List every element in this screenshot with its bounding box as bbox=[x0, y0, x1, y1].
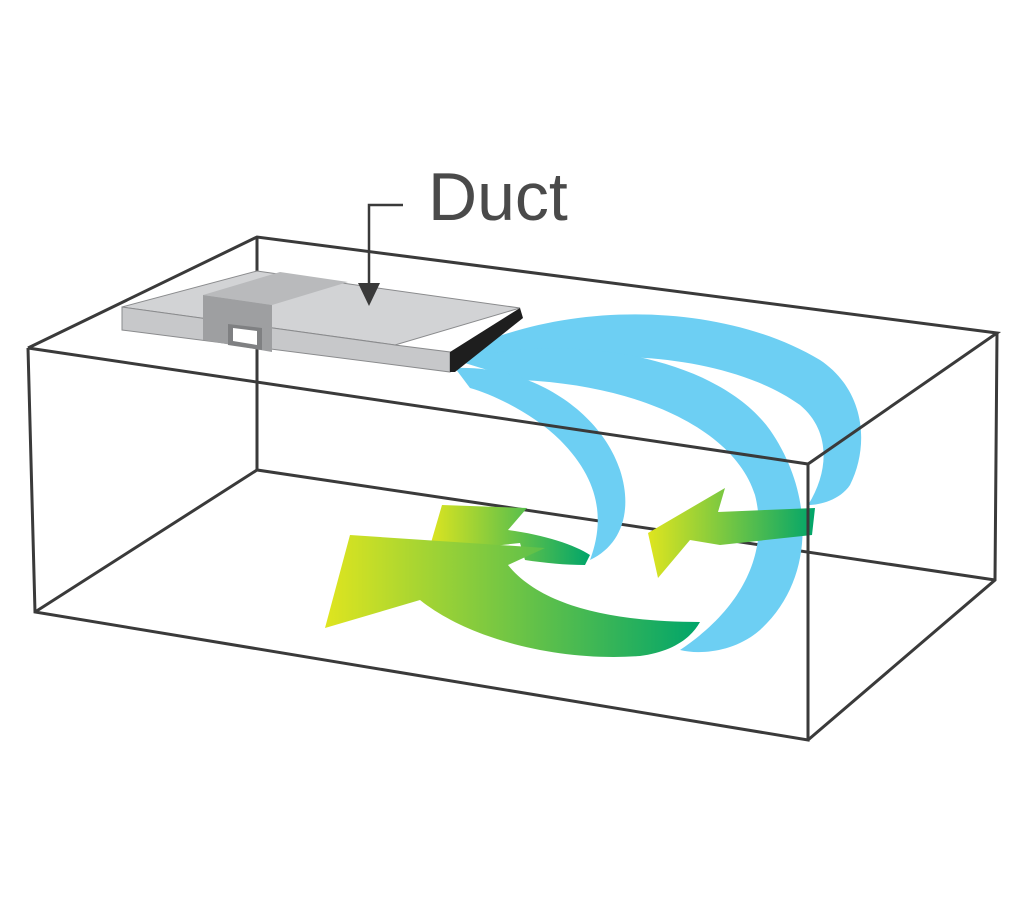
duct-open-end bbox=[450, 308, 523, 372]
supply-air-arrow-middle bbox=[455, 348, 803, 653]
room-front-left-edge bbox=[26, 347, 810, 742]
room-box-front bbox=[26, 235, 1002, 742]
return-air-arrow-upper bbox=[428, 505, 590, 565]
return-air-arrow-right bbox=[648, 488, 815, 578]
duct-label: Duct bbox=[358, 159, 568, 306]
register-box-inner bbox=[233, 328, 257, 345]
duct-coupling-top bbox=[203, 272, 348, 305]
duct-label-arrowhead bbox=[358, 283, 380, 306]
return-airflow bbox=[325, 488, 815, 657]
room-back-floor-edges bbox=[34, 468, 996, 614]
return-air-arrow-main bbox=[325, 535, 700, 657]
supply-air-arrow-near bbox=[455, 367, 626, 560]
room-right-edges bbox=[807, 332, 999, 742]
duct-label-leader-line bbox=[367, 203, 403, 290]
duct-label-text: Duct bbox=[428, 159, 568, 235]
supply-airflow bbox=[455, 314, 862, 653]
supply-air-arrow-far bbox=[455, 314, 862, 505]
duct bbox=[121, 270, 523, 373]
